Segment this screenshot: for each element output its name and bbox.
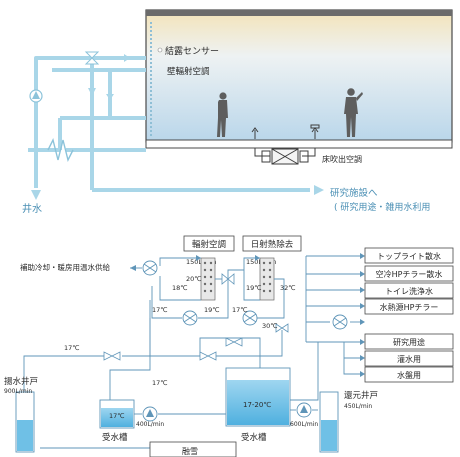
radiant-panel-left bbox=[200, 257, 216, 301]
floor-outlet-label: 床吹出空調 bbox=[322, 154, 362, 164]
tank-temp: 17-20℃ bbox=[243, 401, 271, 409]
right-box-6 bbox=[364, 366, 454, 383]
right-box-label: トップライト散水 bbox=[377, 251, 441, 261]
big-tank-water bbox=[227, 380, 289, 425]
floor-slab bbox=[145, 139, 453, 149]
right-box-3 bbox=[364, 298, 454, 315]
temp-17b: 17℃ bbox=[232, 306, 248, 314]
well-water-label: 井水 bbox=[22, 202, 42, 215]
right-box-4 bbox=[364, 333, 454, 350]
return-well-water bbox=[321, 420, 337, 451]
snow-melt-label: 融雪 bbox=[182, 446, 198, 456]
radiant-panel-right bbox=[259, 257, 275, 301]
sensor-marker bbox=[157, 47, 163, 53]
aux-label: 補助冷却・暖房用温水供給 bbox=[20, 262, 110, 272]
radiant-ac-label: 輻射空調 bbox=[192, 239, 226, 250]
temp-19b: 19℃ bbox=[204, 306, 220, 314]
temp-17c: 17℃ bbox=[64, 344, 80, 352]
top-pump-icon bbox=[29, 89, 43, 103]
top-section: 結露センサー 壁輻射空調 bbox=[22, 9, 453, 215]
temp-17a: 17℃ bbox=[152, 306, 168, 314]
right-box-1 bbox=[364, 265, 454, 282]
bottom-piping bbox=[23, 255, 362, 449]
pump-well-label: 揚水井戸 bbox=[4, 376, 38, 387]
person-figure-left bbox=[217, 92, 228, 137]
bottom-arrowheads bbox=[130, 253, 365, 377]
research-label-1: 研究施設へ bbox=[330, 187, 378, 199]
three-way-valve bbox=[84, 51, 100, 65]
pump-icon-distribution bbox=[332, 314, 348, 330]
solar-removal-box bbox=[242, 235, 302, 252]
sensor-label: 結露センサー bbox=[165, 45, 219, 57]
underfloor-unit bbox=[254, 148, 316, 165]
radiant-wall-label: 壁輻射空調 bbox=[167, 66, 210, 77]
right-box-0 bbox=[364, 247, 454, 264]
floor-outlet-right bbox=[310, 124, 320, 139]
return-well-label: 還元井戸 bbox=[344, 390, 378, 401]
flow-600: 600L/min bbox=[290, 421, 318, 428]
pump-icon-small-tank bbox=[142, 406, 158, 422]
pump-well-water bbox=[17, 420, 33, 451]
small-tank-water bbox=[101, 408, 133, 427]
top-pipe-arrows bbox=[31, 54, 324, 200]
person-figure-right bbox=[344, 88, 363, 137]
temp-17d: 17℃ bbox=[152, 379, 168, 387]
temp-30: 30℃ bbox=[262, 322, 278, 330]
research-label-2: ( 研究用途・雑用水利用 bbox=[334, 201, 430, 213]
pump-icon-left-loop bbox=[182, 310, 198, 326]
flow-400: 400L/min bbox=[136, 421, 164, 428]
right-box-2 bbox=[364, 282, 454, 299]
right-box-label: 空冷HPチラー散水 bbox=[376, 269, 443, 279]
return-well-flow: 450L/min bbox=[344, 403, 372, 410]
valve-icons bbox=[103, 273, 289, 361]
room-interior bbox=[146, 10, 452, 142]
right-box-label: 水盤用 bbox=[397, 370, 421, 380]
big-tank-label: 受水槽 bbox=[241, 432, 267, 443]
pump-icon-right-loop bbox=[242, 310, 258, 326]
right-box-5 bbox=[364, 350, 454, 367]
radiant-ac-box bbox=[183, 235, 235, 252]
right-box-label: トイレ洗浄水 bbox=[385, 286, 433, 296]
pump-icon-big-tank bbox=[296, 402, 312, 418]
small-tank-label: 受水槽 bbox=[102, 432, 128, 443]
right-box-label: 研究用途 bbox=[393, 337, 425, 347]
right-box-label: 灌水用 bbox=[397, 354, 421, 364]
floor-outlet-left bbox=[251, 127, 259, 139]
pump-icon-aux bbox=[142, 260, 158, 276]
room-ceiling bbox=[146, 10, 452, 16]
temp-18: 18℃ bbox=[172, 284, 188, 292]
flow-diagram: 輻射空調 日射熱除去 150L/min 150L/min bbox=[4, 235, 454, 457]
solar-removal-label: 日射熱除去 bbox=[251, 239, 294, 250]
snow-melt-box bbox=[149, 441, 237, 457]
heat-exchanger-icon bbox=[47, 137, 74, 163]
temp-17e: 17℃ bbox=[109, 412, 125, 420]
temp-32: 32℃ bbox=[280, 284, 296, 292]
pump-well-flow: 900L/min bbox=[4, 388, 32, 395]
right-box-label: 水熱源HPチラー bbox=[380, 302, 439, 312]
temp-20: 20℃ bbox=[186, 275, 202, 283]
temp-19a: 19℃ bbox=[246, 284, 262, 292]
